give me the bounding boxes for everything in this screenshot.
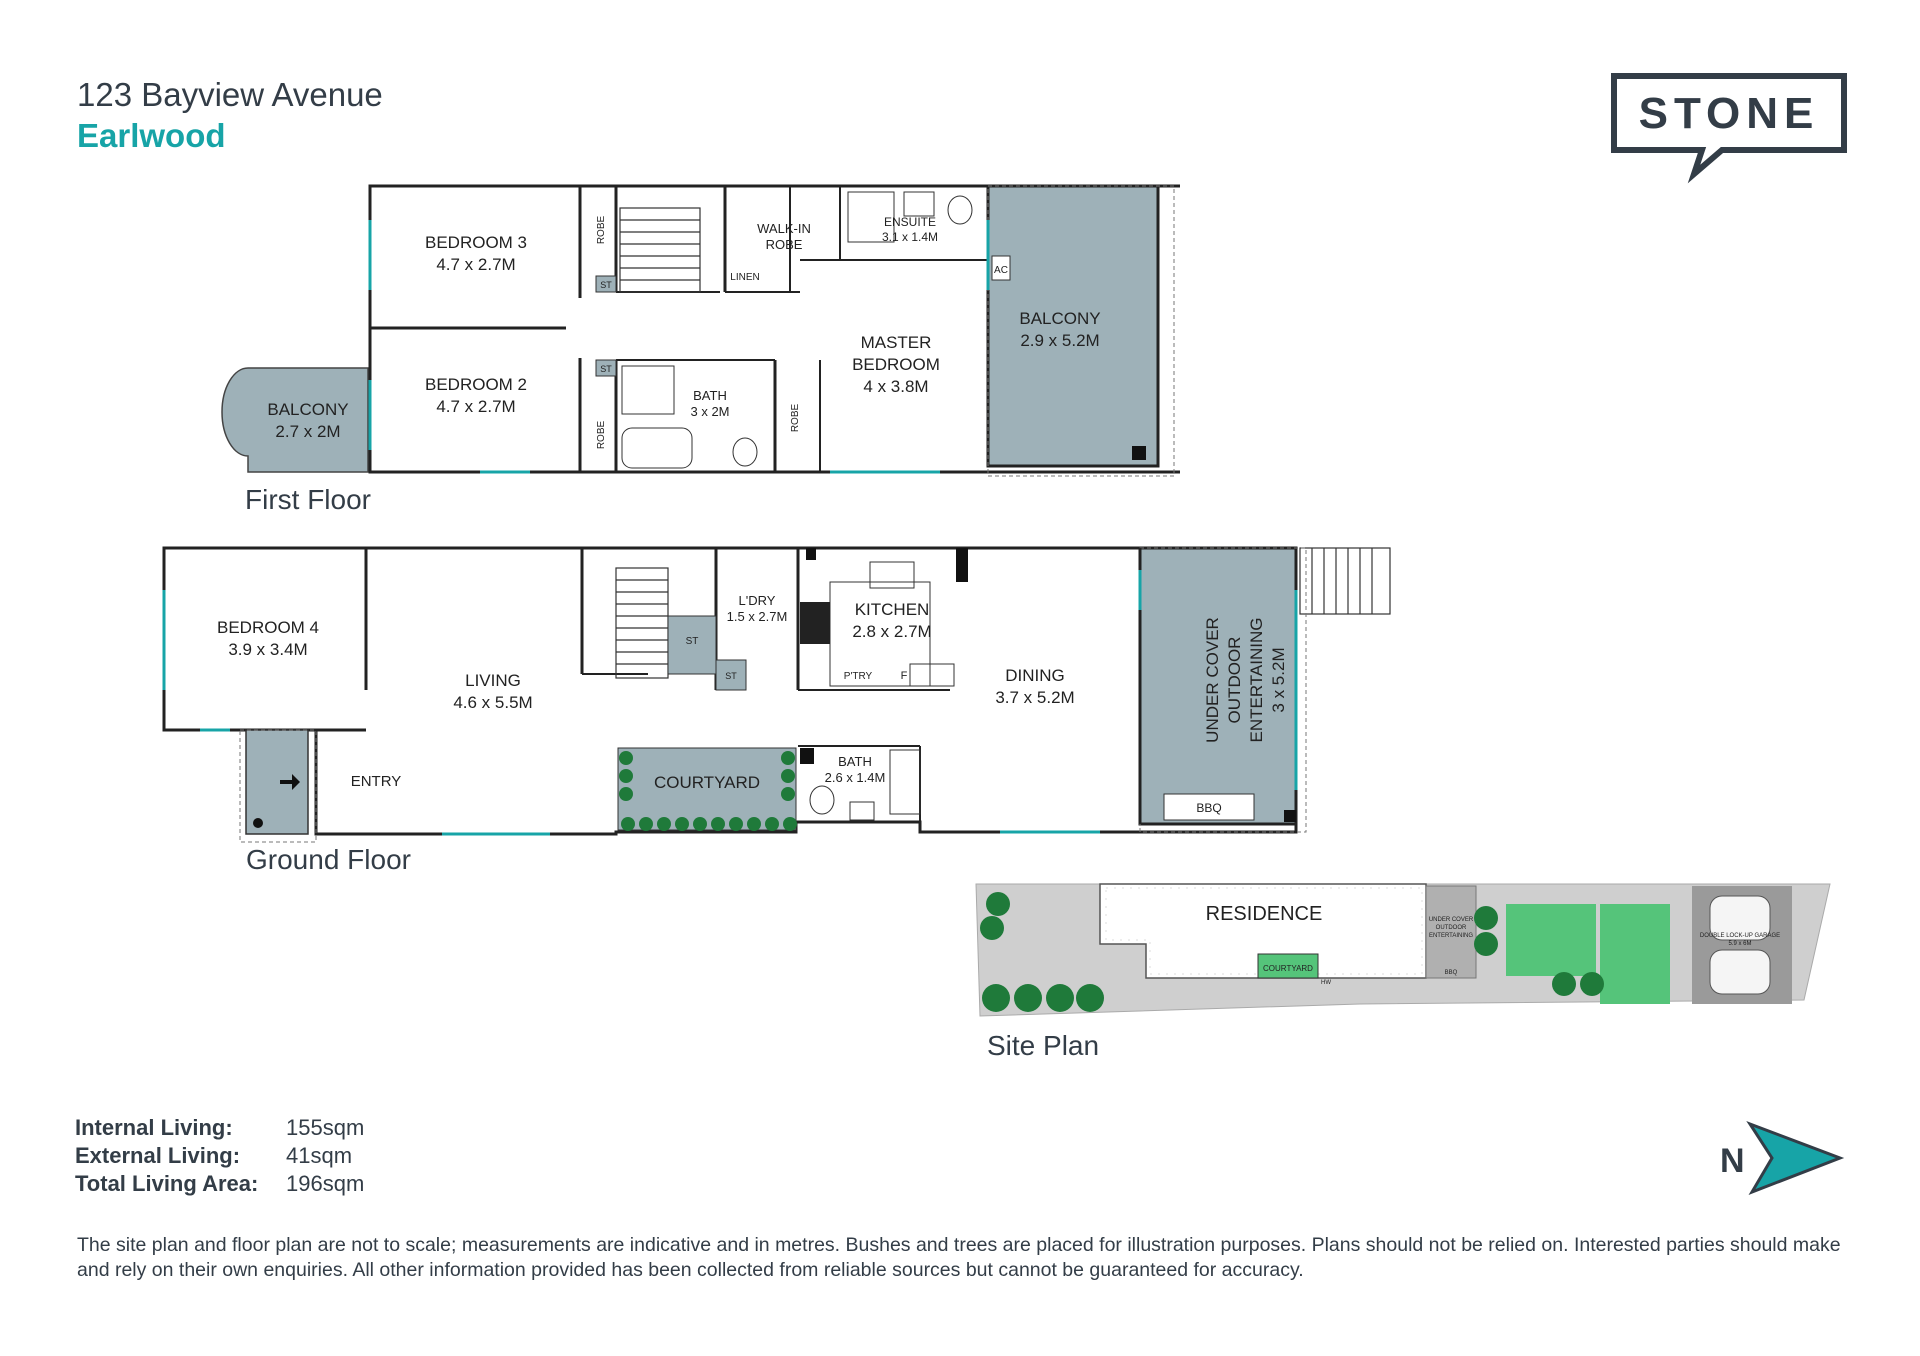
site-outdoor-label: UNDER COVER [1429, 917, 1474, 923]
st-label: ST [725, 671, 737, 681]
fp-room-name: ENSUITE [884, 215, 936, 229]
residence-label: RESIDENCE [1206, 903, 1323, 925]
area-value: 41sqm [286, 1143, 353, 1168]
outdoor-label: ENTERTAINING [1247, 618, 1266, 743]
ground-floor-plan: BEDROOM 4 3.9 x 3.4M LIVING 4.6 x 5.5M L… [162, 546, 1391, 843]
gf-room-name: DINING [1005, 666, 1065, 685]
area-label: Total Living Area: [75, 1171, 259, 1196]
gf-room-name: LIVING [465, 671, 521, 690]
fp-room-name: BEDROOM 3 [425, 233, 527, 252]
robe-label: ROBE [790, 404, 801, 433]
fp-room-size: 2.7 x 2M [275, 422, 340, 441]
gf-room-size: 1.5 x 2.7M [727, 609, 788, 624]
area-value: 155sqm [286, 1115, 365, 1140]
gf-room-size: 2.8 x 2.7M [852, 622, 931, 641]
gf-room-name: BEDROOM 4 [217, 618, 319, 637]
bbq-label: BBQ [1196, 801, 1221, 815]
gf-room-size: 3.9 x 3.4M [228, 640, 307, 659]
outdoor-size: 3 x 5.2M [1269, 647, 1288, 712]
gf-room-size: 4.6 x 5.5M [453, 693, 532, 712]
robe-label: ROBE [596, 421, 607, 450]
area-label: Internal Living: [75, 1115, 233, 1140]
fp-room-name: BEDROOM 2 [425, 375, 527, 394]
st-label: ST [600, 280, 612, 290]
linen-label: LINEN [730, 272, 759, 283]
outdoor-entertaining [1138, 546, 1298, 826]
fp-room-size: 2.9 x 5.2M [1020, 331, 1099, 350]
area-label: External Living: [75, 1143, 241, 1168]
outdoor-label: UNDER COVER [1203, 617, 1222, 743]
entry-label: ENTRY [351, 773, 402, 790]
fp-room-name: WALK-IN [757, 221, 811, 236]
gf-room-name: BATH [838, 754, 872, 769]
fp-room-name: BALCONY [267, 400, 348, 419]
st-label: ST [600, 364, 612, 374]
ac-label: AC [994, 265, 1008, 276]
courtyard [617, 747, 797, 831]
gf-room-name: KITCHEN [855, 600, 930, 619]
garage-size: 5.9 x 6M [1728, 941, 1751, 947]
address-street: 123 Bayview Avenue [77, 76, 383, 113]
fp-room-size: 3.1 x 1.4M [882, 230, 938, 244]
pantry-label: P'TRY [844, 671, 873, 682]
balcony-right [986, 184, 1160, 468]
site-outdoor-label: ENTERTAINING [1429, 933, 1473, 939]
fp-room-size: 3 x 2M [690, 404, 729, 419]
site-plan-label: Site Plan [987, 1030, 1100, 1061]
disclaimer: The site plan and floor plan are not to … [77, 1234, 1841, 1281]
gf-room-name: L'DRY [739, 593, 776, 608]
master-size: 4 x 3.8M [863, 377, 928, 396]
area-row-external: External Living: 41sqm [75, 1143, 352, 1169]
fp-room-name: BATH [693, 388, 727, 403]
area-row-internal: Internal Living: 155sqm [75, 1115, 364, 1141]
fridge-label: F [901, 670, 908, 682]
fp-room-name: BALCONY [1019, 309, 1100, 328]
fp-room-name: MASTER [861, 333, 932, 352]
first-floor-plan: BEDROOM 3 4.7 x 2.7M BEDROOM 2 4.7 x 2.7… [221, 184, 1180, 477]
balcony-left [221, 367, 369, 473]
fp-room-size: 4.7 x 2.7M [436, 255, 515, 274]
hw-label: HW [1321, 980, 1331, 986]
st-label: ST [686, 636, 699, 647]
outdoor-label: OUTDOOR [1225, 637, 1244, 724]
fp-room-size: BEDROOM [852, 355, 940, 374]
brand-text: STONE [1639, 89, 1820, 138]
fp-room-size: ROBE [766, 237, 803, 252]
site-outdoor-label: OUTDOOR [1436, 925, 1467, 931]
stone-logo: STONE [1611, 73, 1847, 184]
garage-label: DOUBLE LOCK-UP GARAGE [1700, 933, 1780, 939]
address-suburb: Earlwood [77, 117, 226, 154]
gf-room-size: 3.7 x 5.2M [995, 688, 1074, 707]
site-plan: RESIDENCE COURTYARD HW BBQ UNDER COVER O… [975, 883, 1831, 1017]
compass-label: N [1720, 1142, 1745, 1180]
site-courtyard-label: COURTYARD [1263, 964, 1313, 973]
area-value: 196sqm [286, 1171, 365, 1196]
area-row-total: Total Living Area: 196sqm [75, 1171, 364, 1197]
north-arrow-icon: N [1720, 1120, 1845, 1195]
first-floor-label: First Floor [245, 484, 371, 515]
fp-room-size: 4.7 x 2.7M [436, 397, 515, 416]
site-bbq-label: BBQ [1445, 970, 1458, 976]
courtyard-label: COURTYARD [654, 773, 760, 792]
robe-label: ROBE [596, 216, 607, 245]
gf-room-size: 2.6 x 1.4M [825, 770, 886, 785]
ground-floor-label: Ground Floor [246, 844, 411, 875]
